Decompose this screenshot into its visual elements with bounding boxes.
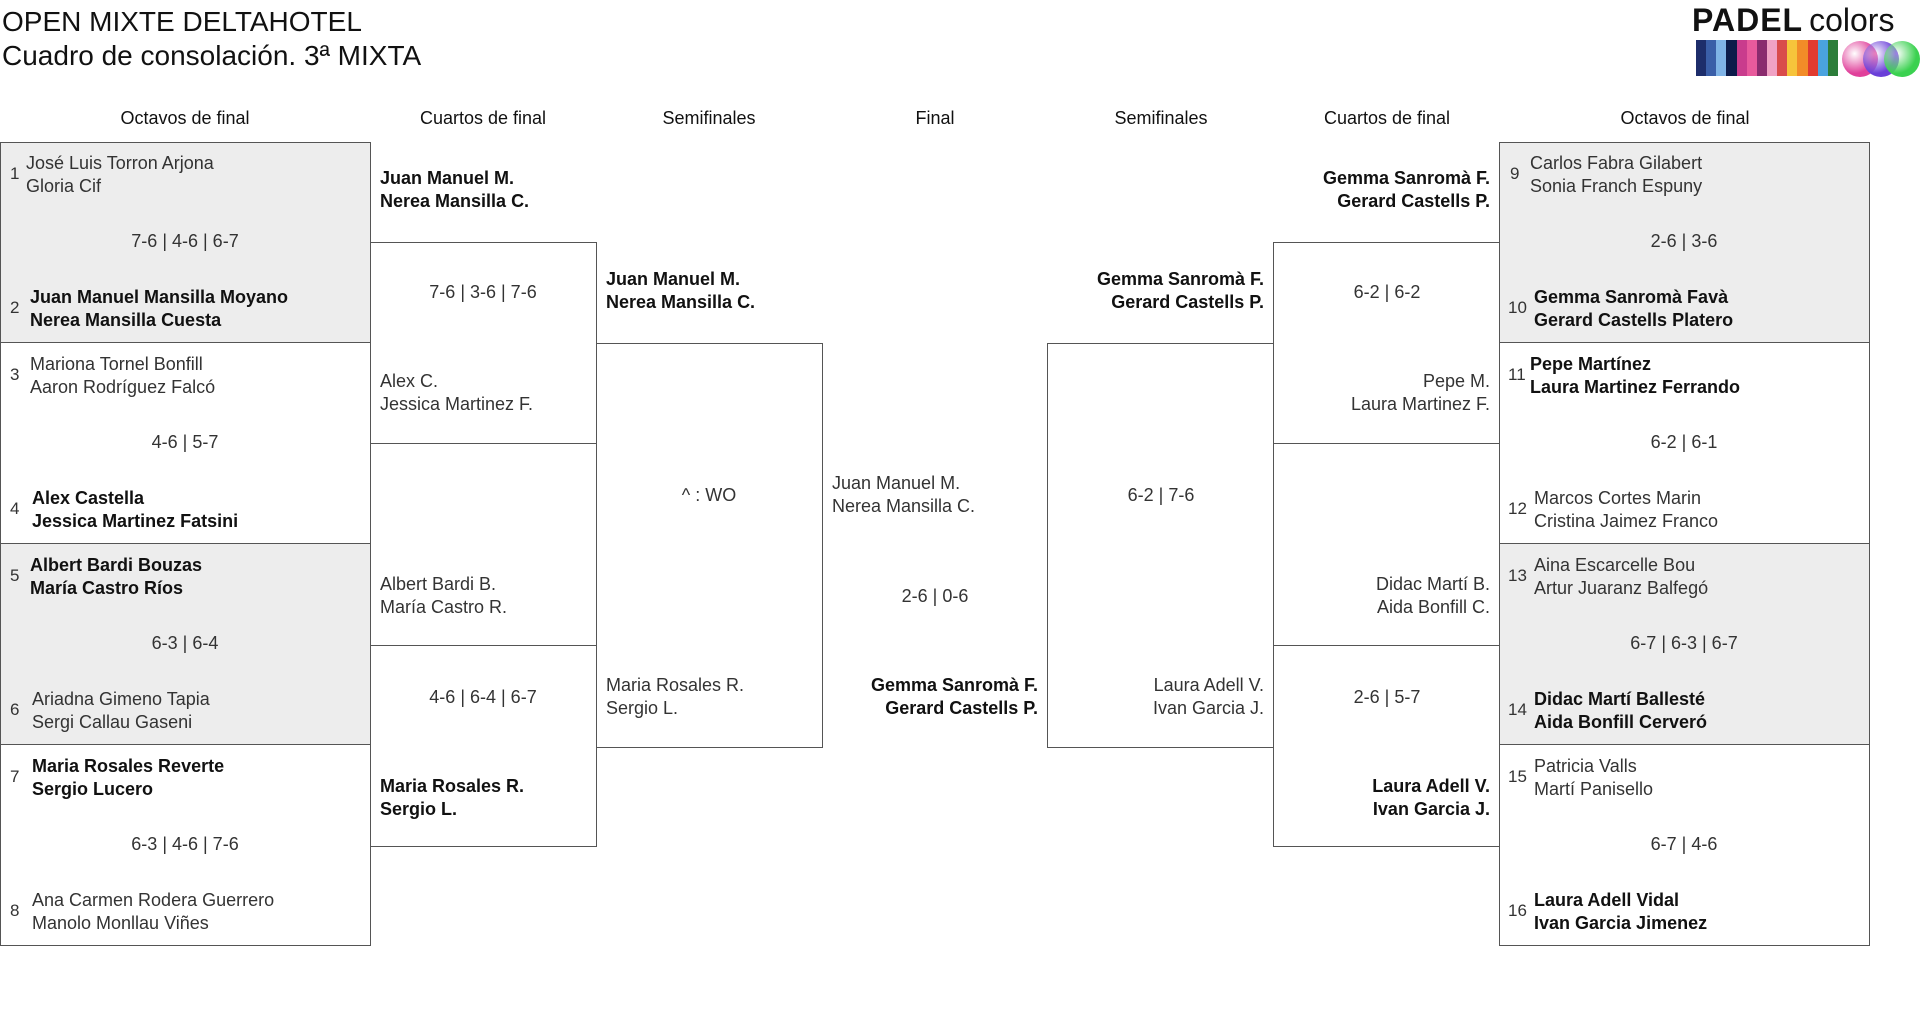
col-header-final: Final <box>915 108 955 128</box>
seed-number: 9 <box>1510 164 1520 183</box>
match-score: 6-7 | 4-6 <box>1650 834 1718 854</box>
col-header-right-r16: Octavos de final <box>1620 108 1750 128</box>
match-score: 4-6 | 5-7 <box>151 432 219 452</box>
logo-stripe <box>1736 40 1747 76</box>
match-score: 6-2 | 6-1 <box>1650 432 1718 452</box>
team-players: Alex C.Jessica Martinez F. <box>380 371 534 414</box>
logo-word2: colors <box>1809 2 1895 38</box>
logo-stripe <box>1787 40 1798 76</box>
logo-stripe <box>1746 40 1757 76</box>
match-box-7 <box>1499 543 1870 745</box>
seed-number: 5 <box>10 566 20 585</box>
logo-stripe <box>1696 40 1707 76</box>
team-players: Albert Bardi B.María Castro R. <box>380 574 508 617</box>
col-header-right-sf: Semifinales <box>1114 108 1208 128</box>
seed-number: 15 <box>1508 767 1527 786</box>
match-box-8 <box>1499 744 1870 946</box>
team-players: Laura Adell V.Ivan Garcia J. <box>1152 675 1264 718</box>
logo-ball-icon <box>1884 41 1920 77</box>
logo-stripe <box>1726 40 1737 76</box>
team-players-winner: Maria Rosales R.Sergio L. <box>380 776 525 819</box>
seed-number: 7 <box>10 767 20 786</box>
seed-number: 2 <box>10 298 20 317</box>
logo-word: PADEL <box>1692 2 1804 38</box>
logo-stripe <box>1756 40 1767 76</box>
match-score: 2-6 | 3-6 <box>1650 231 1718 251</box>
match-score: 6-3 | 4-6 | 7-6 <box>131 834 239 854</box>
final-team-1: Juan Manuel M.Nerea Mansilla C. <box>832 473 976 516</box>
logo-stripe <box>1807 40 1818 76</box>
logo-stripe <box>1797 40 1808 76</box>
seed-number: 8 <box>10 901 20 920</box>
col-header-left-qf: Cuartos de final <box>419 108 547 128</box>
team-players-winner: Juan Manuel M.Nerea Mansilla C. <box>606 269 756 312</box>
logo-stripe <box>1777 40 1788 76</box>
col-header-right-qf: Cuartos de final <box>1323 108 1451 128</box>
match-box-1 <box>0 142 371 343</box>
logo-stripe <box>1706 40 1717 76</box>
logo-stripe <box>1766 40 1778 76</box>
seed-number: 11 <box>1508 365 1526 384</box>
logo-stripe <box>1716 40 1727 76</box>
team-players-winner: Gemma Sanromà F.Gerard Castells P. <box>1096 269 1264 312</box>
team-players: Pepe M.Laura Martinez F. <box>1350 371 1490 414</box>
match-box-5 <box>1499 142 1870 343</box>
match-score: 7-6 | 4-6 | 6-7 <box>131 231 239 251</box>
seed-number: 4 <box>10 499 20 518</box>
team-players-winner: Juan Manuel M.Nerea Mansilla C. <box>380 168 530 211</box>
match-score: 4-6 | 6-4 | 6-7 <box>429 687 537 707</box>
match-score: 7-6 | 3-6 | 7-6 <box>429 282 537 302</box>
logo-stripes <box>1696 40 1838 76</box>
seed-number: 12 <box>1508 499 1527 518</box>
seed-number: 16 <box>1508 901 1527 920</box>
seed-number: 14 <box>1508 700 1527 719</box>
match-score: ^ : WO <box>681 485 737 505</box>
seed-number: 10 <box>1508 298 1527 317</box>
final-score: 2-6 | 0-6 <box>901 586 969 606</box>
draw-subtitle: Cuadro de consolación. 3ª MIXTA <box>2 40 422 71</box>
match-score: 6-7 | 6-3 | 6-7 <box>1630 633 1738 653</box>
match-score: 2-6 | 5-7 <box>1353 687 1421 707</box>
sf-box-right <box>1047 343 1274 748</box>
seed-number: 1 <box>10 164 20 183</box>
team-players: Didac Martí B.Aida Bonfill C. <box>1375 574 1490 617</box>
col-header-left-r16: Octavos de final <box>120 108 250 128</box>
sf-box-left <box>596 343 823 748</box>
match-score: 6-3 | 6-4 <box>151 633 219 653</box>
tournament-title: OPEN MIXTE DELTAHOTEL <box>2 6 362 37</box>
team-players: Maria Rosales R.Sergio L. <box>606 675 745 718</box>
match-score: 6-2 | 7-6 <box>1127 485 1195 505</box>
final-team-2-winner: Gemma Sanromà F.Gerard Castells P. <box>870 675 1038 718</box>
logo-stripe <box>1827 40 1838 76</box>
seed-number: 6 <box>10 700 20 719</box>
match-box-3 <box>0 543 371 745</box>
col-header-left-sf: Semifinales <box>662 108 756 128</box>
seed-number: 3 <box>10 365 20 384</box>
match-score: 6-2 | 6-2 <box>1353 282 1421 302</box>
logo-stripe <box>1817 40 1828 76</box>
team-players-winner: Gemma Sanromà F.Gerard Castells P. <box>1322 168 1490 211</box>
logo-balls-icon <box>1842 40 1920 78</box>
seed-number: 13 <box>1508 566 1527 585</box>
team-players-winner: Laura Adell V.Ivan Garcia J. <box>1372 776 1490 819</box>
